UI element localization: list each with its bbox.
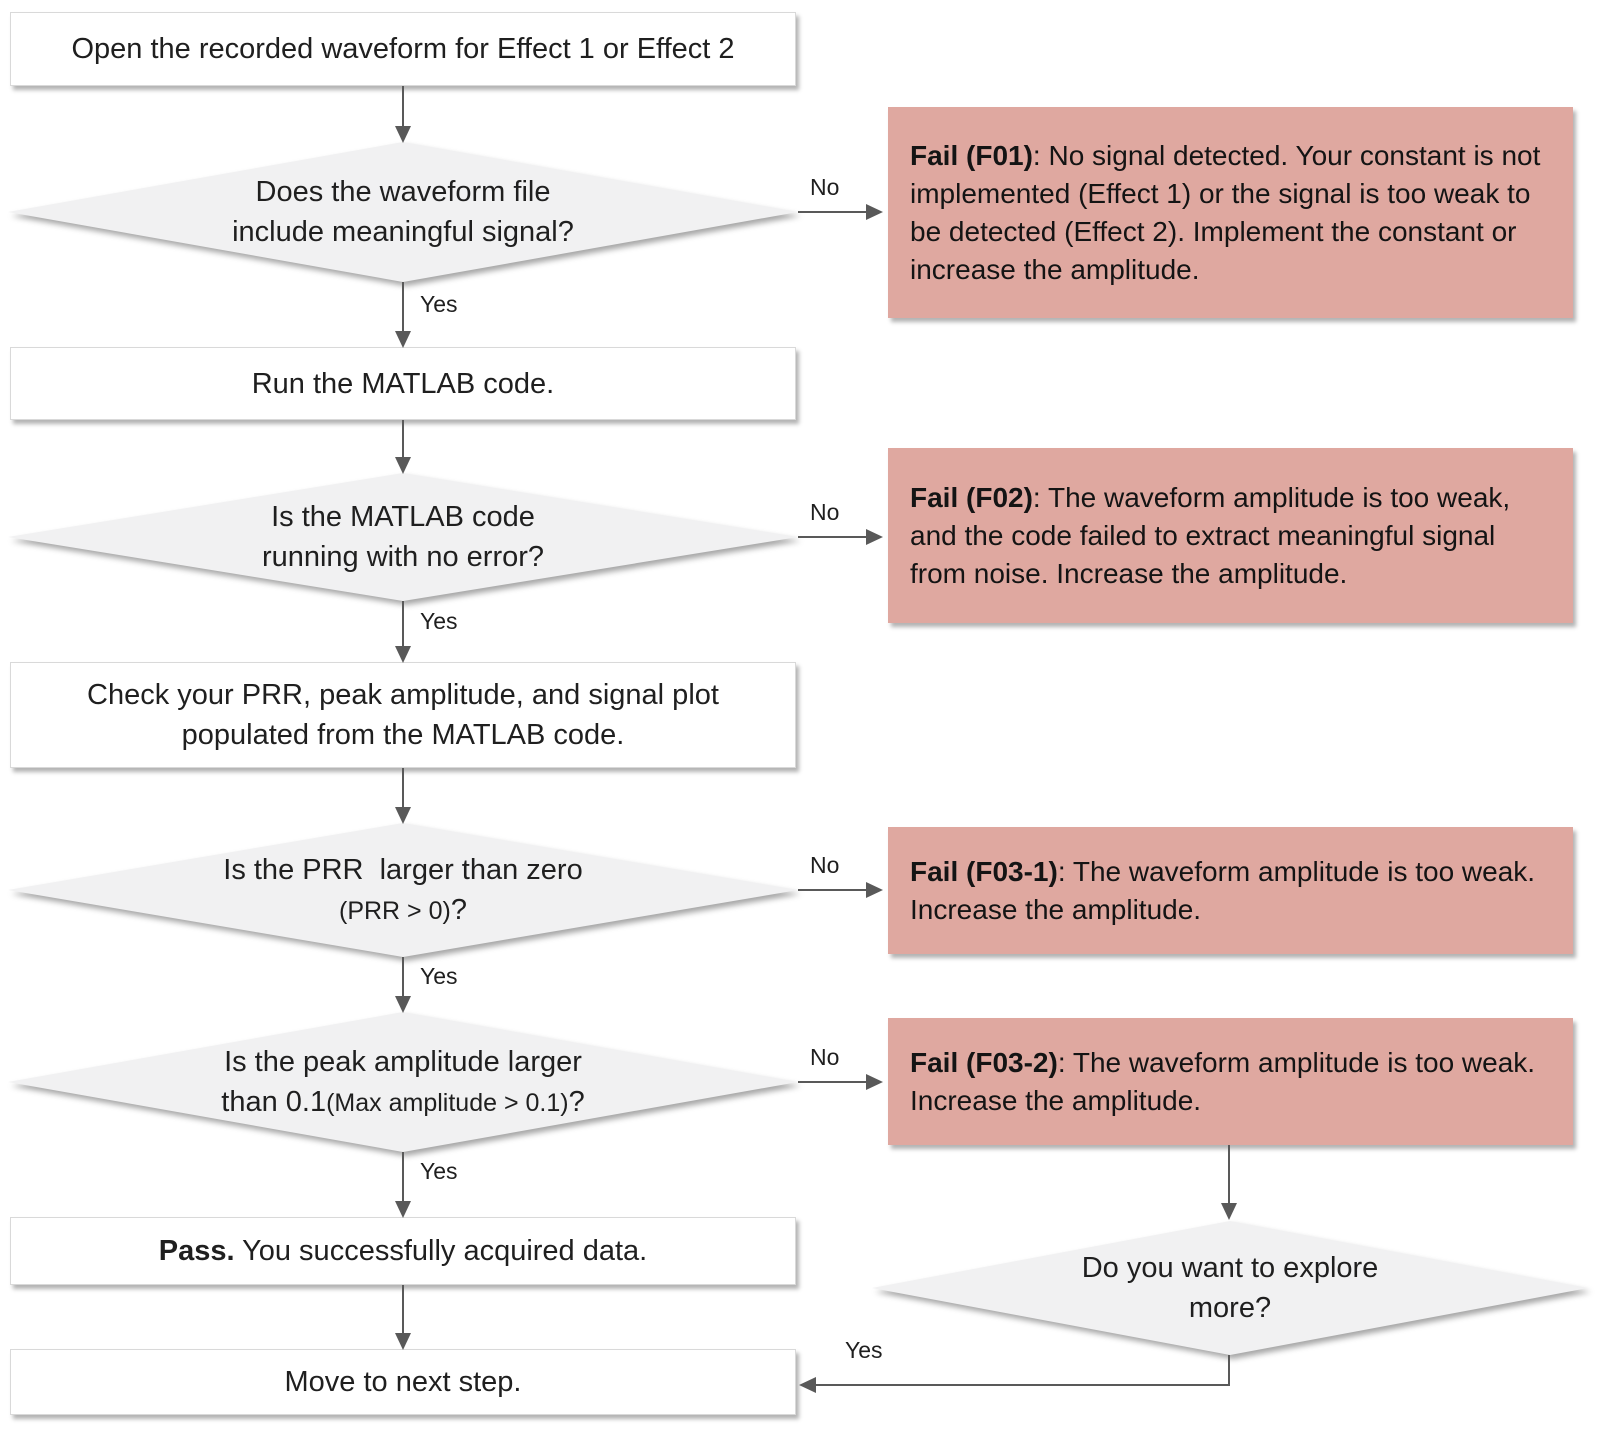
arrowhead-down-icon: [395, 1333, 411, 1350]
arrowhead-down-icon: [395, 126, 411, 143]
node-check-prr-line2: populated from the MATLAB code.: [181, 719, 625, 751]
node-pass-label: Pass. You successfully acquired data.: [159, 1231, 648, 1271]
arrowhead-left-icon: [799, 1377, 816, 1393]
node-start-label: Open the recorded waveform for Effect 1 …: [71, 33, 735, 65]
arrowhead-right-icon: [866, 1074, 883, 1090]
connector-d5-yes-vertical: [1228, 1355, 1230, 1386]
decision-peak-amplitude-line1: Is the peak amplitude larger: [224, 1045, 582, 1078]
fail-f02-text: Fail (F02): The waveform amplitude is to…: [910, 479, 1551, 593]
connector-check-to-d3: [402, 768, 404, 808]
arrowhead-down-icon: [395, 996, 411, 1013]
connector-d4-no: [798, 1081, 868, 1083]
node-move-next: Move to next step.: [10, 1349, 796, 1415]
node-pass: Pass. You successfully acquired data.: [10, 1217, 796, 1285]
connector-d3-to-d4: [402, 957, 404, 997]
connector-pass-to-move: [402, 1285, 404, 1334]
edge-label-yes-5: Yes: [845, 1337, 883, 1363]
fail-box-f03-1: Fail (F03-1): The waveform amplitude is …: [888, 827, 1573, 954]
connector-run-to-d2: [402, 420, 404, 458]
fail-f03-2-code: Fail (F03-2): [910, 1046, 1058, 1078]
connector-d1-to-run: [402, 282, 404, 332]
fail-box-f03-2: Fail (F03-2): The waveform amplitude is …: [888, 1018, 1573, 1145]
arrowhead-down-icon: [395, 1201, 411, 1218]
decision-no-error-line1: Is the MATLAB code: [271, 501, 535, 533]
node-pass-rest: You successfully acquired data.: [234, 1235, 648, 1267]
edge-label-yes-1: Yes: [420, 291, 458, 317]
node-run-matlab: Run the MATLAB code.: [10, 347, 796, 420]
decision-prr-question-mark: ?: [450, 893, 467, 926]
decision-meaningful-signal-line1: Does the waveform file: [255, 176, 551, 208]
arrowhead-down-icon: [395, 646, 411, 663]
node-start: Open the recorded waveform for Effect 1 …: [10, 12, 796, 86]
connector-d4-to-pass: [402, 1152, 404, 1202]
fail-f01-code: Fail (F01): [910, 139, 1033, 171]
fail-f02-code: Fail (F02): [910, 481, 1033, 513]
fail-f03-2-text: Fail (F03-2): The waveform amplitude is …: [910, 1044, 1551, 1120]
decision-peak-amplitude-condition: (Max amplitude > 0.1): [326, 1088, 569, 1117]
arrowhead-down-icon: [395, 457, 411, 474]
node-check-prr-line1: Check your PRR, peak amplitude, and sign…: [87, 679, 719, 711]
connector-d2-to-check: [402, 601, 404, 647]
decision-meaningful-signal: Does the waveform file include meaningfu…: [8, 142, 798, 282]
decision-explore-more-line1: Do you want to explore: [1081, 1252, 1379, 1284]
decision-prr-condition: (PRR > 0): [339, 896, 451, 925]
fail-f03-1-text: Fail (F03-1): The waveform amplitude is …: [910, 853, 1551, 929]
edge-label-no-2: No: [810, 499, 840, 525]
fail-box-f01: Fail (F01): No signal detected. Your con…: [888, 107, 1573, 318]
arrowhead-right-icon: [866, 204, 883, 220]
decision-explore-more-line2: more?: [1188, 1292, 1272, 1324]
decision-peak-amplitude-question-mark: ?: [568, 1085, 585, 1118]
fail-f03-1-code: Fail (F03-1): [910, 855, 1058, 887]
connector-start-to-d1: [402, 86, 404, 128]
node-check-prr: Check your PRR, peak amplitude, and sign…: [10, 662, 796, 768]
connector-d3-no: [798, 889, 868, 891]
node-pass-bold: Pass.: [158, 1235, 235, 1267]
fail-f02-desc: : The waveform amplitude is too weak, an…: [910, 481, 1511, 589]
fail-f03-1-desc: : The waveform amplitude is too weak. In…: [910, 855, 1536, 925]
edge-label-no-3: No: [810, 852, 840, 878]
arrowhead-down-icon: [395, 807, 411, 824]
edge-label-yes-3: Yes: [420, 963, 458, 989]
decision-no-error-line2: running with no error?: [261, 541, 545, 573]
arrowhead-right-icon: [866, 882, 883, 898]
edge-label-no-1: No: [810, 174, 840, 200]
decision-prr-positive: Is the PRR larger than zero (PRR > 0)?: [8, 823, 798, 957]
decision-peak-amplitude-main: than 0.1: [221, 1085, 327, 1118]
decision-peak-amplitude: Is the peak amplitude larger than 0.1(Ma…: [8, 1012, 798, 1152]
edge-label-no-4: No: [810, 1044, 840, 1070]
fail-f01-text: Fail (F01): No signal detected. Your con…: [910, 137, 1551, 289]
fail-f01-desc: : No signal detected. Your constant is n…: [910, 139, 1541, 285]
edge-label-yes-2: Yes: [420, 608, 458, 634]
fail-f03-2-desc: : The waveform amplitude is too weak. In…: [910, 1046, 1536, 1116]
edge-label-yes-4: Yes: [420, 1158, 458, 1184]
node-run-matlab-label: Run the MATLAB code.: [251, 367, 555, 400]
decision-prr-positive-line1: Is the PRR larger than zero: [223, 853, 583, 886]
arrowhead-down-icon: [1221, 1203, 1237, 1220]
fail-box-f02: Fail (F02): The waveform amplitude is to…: [888, 448, 1573, 623]
decision-prr-positive-line2: (PRR > 0)?: [339, 890, 467, 931]
decision-explore-more: Do you want to explore more?: [872, 1221, 1588, 1355]
connector-d5-yes-horizontal: [815, 1384, 1230, 1386]
node-move-next-label: Move to next step.: [284, 1366, 522, 1398]
connector-d2-no: [798, 536, 868, 538]
connector-f03-2-to-d5: [1228, 1145, 1230, 1205]
connector-d1-no: [798, 211, 868, 213]
arrowhead-down-icon: [395, 331, 411, 348]
decision-peak-amplitude-line2: than 0.1(Max amplitude > 0.1)?: [221, 1082, 584, 1123]
arrowhead-right-icon: [866, 529, 883, 545]
decision-no-error: Is the MATLAB code running with no error…: [8, 473, 798, 601]
decision-meaningful-signal-line2: include meaningful signal?: [232, 216, 574, 248]
